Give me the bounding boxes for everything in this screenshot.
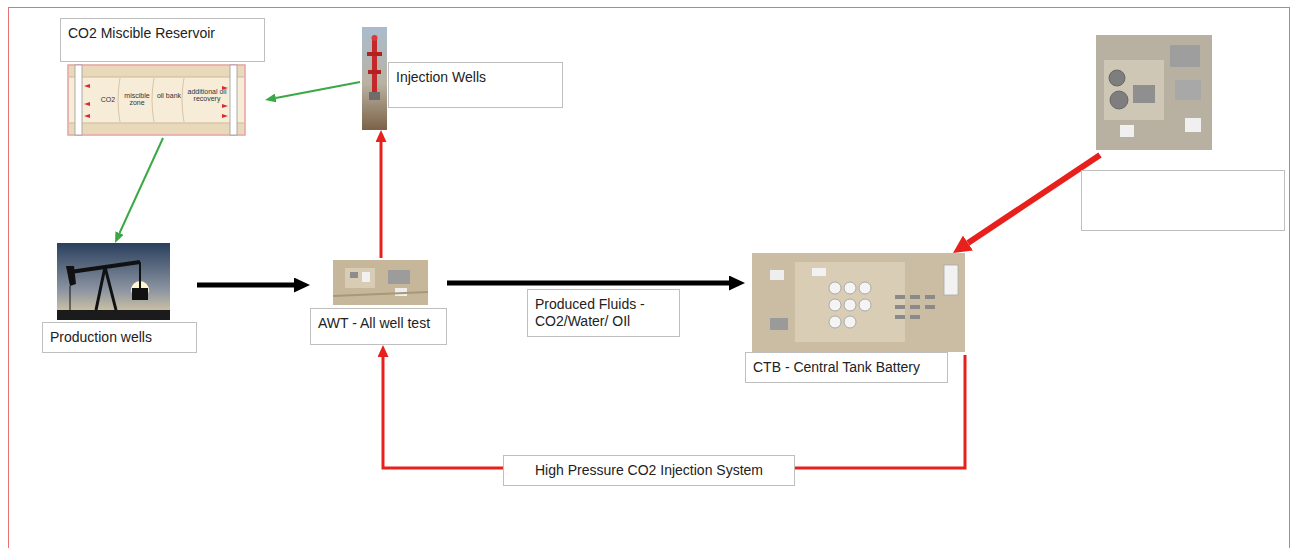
zone-label: oil bank <box>156 92 182 99</box>
page-frame <box>8 7 1290 548</box>
zone-label: additional oil recovery <box>186 88 228 103</box>
pumpjack-photo <box>57 243 170 320</box>
node-label: AWT - All well test <box>310 308 447 345</box>
reservoir-node: CO2 Miscible Reservoir <box>60 18 265 138</box>
edge-label: High Pressure CO2 Injection System <box>503 455 795 486</box>
zone-label: miscible zone <box>122 92 152 107</box>
awt-node: AWT - All well test <box>310 258 447 345</box>
plant-node <box>1081 35 1285 231</box>
node-label: CTB - Central Tank Battery <box>745 352 948 383</box>
injection-node: Injection Wells <box>360 25 563 130</box>
label-box <box>1081 170 1285 231</box>
edge-label: Produced Fluids - CO2/Water/ OIl <box>527 289 680 337</box>
production-node: Production wells <box>42 243 197 353</box>
ctb-aerial-photo <box>752 253 965 352</box>
awt-aerial-photo <box>333 260 428 305</box>
injection-well-photo <box>362 27 387 130</box>
plant-aerial-photo <box>1096 35 1212 150</box>
zone-label: CO2 <box>97 96 119 103</box>
flow-arrow <box>197 283 294 288</box>
node-label: Injection Wells <box>388 62 563 108</box>
flow-arrow <box>120 138 163 233</box>
co2-arrow <box>380 142 383 258</box>
node-label: CO2 Miscible Reservoir <box>60 18 265 62</box>
flow-arrow <box>276 82 360 98</box>
flow-arrow <box>447 281 729 286</box>
node-label: Production wells <box>42 322 197 353</box>
reservoir-illustration <box>68 65 245 135</box>
ctb-node: CTB - Central Tank Battery <box>745 253 965 383</box>
